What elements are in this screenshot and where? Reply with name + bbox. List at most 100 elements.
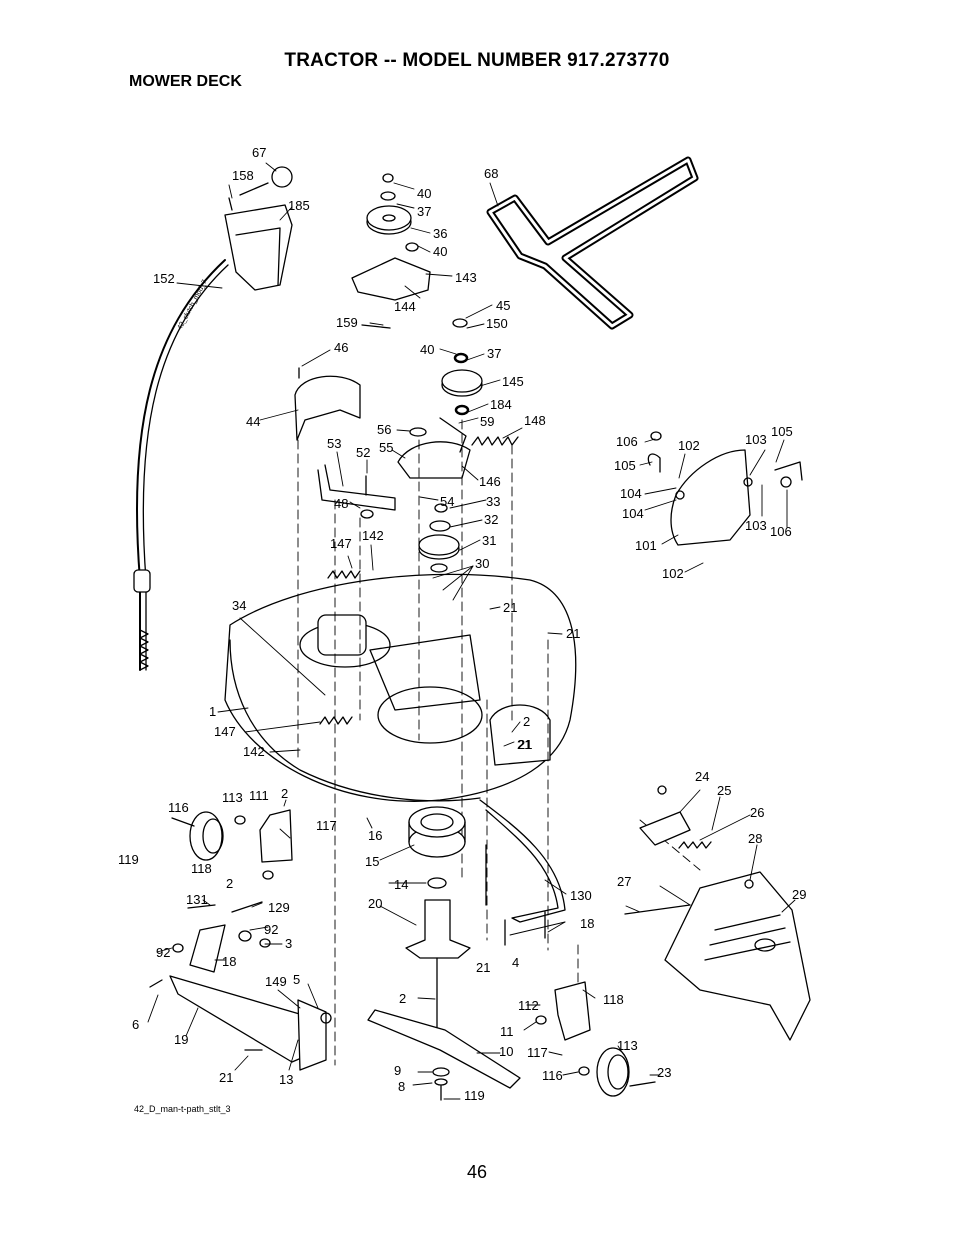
callout-label-106: 106 bbox=[616, 434, 638, 449]
callout-label-117: 117 bbox=[527, 1045, 548, 1060]
callout-label-4: 4 bbox=[512, 955, 519, 970]
center-pulley-stack-part bbox=[397, 318, 483, 479]
callout-label-147: 147 bbox=[214, 724, 236, 739]
callout-label-21: 21 bbox=[566, 626, 580, 641]
idler-arm-part bbox=[317, 464, 396, 519]
callout-label-52: 52 bbox=[356, 445, 370, 460]
callout-label-103: 103 bbox=[745, 432, 767, 447]
callout-label-56: 56 bbox=[377, 422, 391, 437]
callout-label-45: 45 bbox=[496, 298, 510, 313]
callout-label-33: 33 bbox=[486, 494, 500, 509]
callout-label-158: 158 bbox=[232, 168, 254, 183]
callout-label-8: 8 bbox=[398, 1079, 405, 1094]
right-gauge-wheel-part bbox=[535, 981, 656, 1097]
cable-part-code: 42_clutch_mod_7 bbox=[177, 279, 209, 331]
callout-label-147: 147 bbox=[330, 536, 352, 551]
callout-label-130: 130 bbox=[570, 888, 592, 903]
spring-147-top-part bbox=[327, 570, 361, 579]
callout-label-116: 116 bbox=[168, 800, 189, 815]
callout-label-2: 2 bbox=[226, 876, 233, 891]
callout-label-146: 146 bbox=[479, 474, 501, 489]
upper-idler-pulley-part bbox=[351, 173, 431, 329]
callout-label-2: 2 bbox=[399, 991, 406, 1006]
callout-label-105: 105 bbox=[614, 458, 636, 473]
spring-147-lower-part bbox=[319, 716, 353, 725]
callout-label-113: 113 bbox=[617, 1038, 638, 1053]
callout-label-92: 92 bbox=[156, 945, 170, 960]
callout-label-111: 111 bbox=[249, 788, 269, 803]
callout-label-21: 21 bbox=[476, 960, 490, 975]
mulch-cover-part bbox=[647, 431, 803, 546]
callout-label-13: 13 bbox=[279, 1072, 293, 1087]
callout-label-5: 5 bbox=[293, 972, 300, 987]
callout-label-48: 48 bbox=[334, 496, 348, 511]
callout-label-46: 46 bbox=[334, 340, 348, 355]
callout-label-44: 44 bbox=[246, 414, 260, 429]
callout-label-68: 68 bbox=[484, 166, 498, 181]
callout-label-185: 185 bbox=[288, 198, 310, 213]
callout-label-2: 2 bbox=[523, 714, 530, 729]
callout-label-15: 15 bbox=[365, 854, 379, 869]
callout-label-118: 118 bbox=[603, 992, 624, 1007]
callout-label-31: 31 bbox=[482, 533, 496, 548]
callout-label-55: 55 bbox=[379, 440, 393, 455]
callout-label-21: 21 bbox=[518, 737, 532, 752]
callout-label-28: 28 bbox=[748, 831, 762, 846]
callout-label-102: 102 bbox=[662, 566, 684, 581]
callout-label-21: 21 bbox=[517, 737, 531, 752]
callout-label-21: 21 bbox=[219, 1070, 233, 1085]
callout-label-19: 19 bbox=[174, 1032, 188, 1047]
callout-label-25: 25 bbox=[717, 783, 731, 798]
spring-148-part bbox=[471, 436, 519, 446]
callout-label-148: 148 bbox=[524, 413, 546, 428]
callout-label-116: 116 bbox=[542, 1068, 563, 1083]
section-title: MOWER DECK bbox=[129, 73, 242, 90]
callout-label-112: 112 bbox=[518, 998, 539, 1013]
clutch-bracket-part bbox=[224, 166, 293, 291]
callout-label-159: 159 bbox=[336, 315, 358, 330]
belt-guard-part bbox=[294, 367, 361, 441]
page-number: 46 bbox=[466, 1162, 488, 1182]
callout-label-145: 145 bbox=[502, 374, 524, 389]
callout-label-152: 152 bbox=[153, 271, 175, 286]
callout-label-14: 14 bbox=[394, 877, 408, 892]
rear-lift-arm-part bbox=[479, 799, 566, 946]
callout-label-20: 20 bbox=[368, 896, 382, 911]
callout-label-29: 29 bbox=[792, 887, 806, 902]
callout-label-11: 11 bbox=[500, 1024, 514, 1039]
callout-label-40: 40 bbox=[420, 342, 434, 357]
callout-label-27: 27 bbox=[617, 874, 631, 889]
callout-label-142: 142 bbox=[243, 744, 265, 759]
callout-label-16: 16 bbox=[368, 828, 382, 843]
assembly-lines bbox=[297, 419, 701, 1066]
callout-label-37: 37 bbox=[487, 346, 501, 361]
lift-linkage-part bbox=[149, 901, 332, 1071]
callout-label-18: 18 bbox=[222, 954, 236, 969]
clutch-cable-part bbox=[133, 259, 229, 671]
callout-label-9: 9 bbox=[394, 1063, 401, 1078]
callout-label-53: 53 bbox=[327, 436, 341, 451]
callout-label-102: 102 bbox=[678, 438, 700, 453]
mower-deck-part bbox=[224, 573, 577, 802]
callout-label-106: 106 bbox=[770, 524, 792, 539]
callout-label-143: 143 bbox=[455, 270, 477, 285]
spindle-blade-part bbox=[367, 806, 521, 1101]
callout-label-30: 30 bbox=[475, 556, 489, 571]
callout-label-113: 113 bbox=[222, 790, 243, 805]
callout-label-104: 104 bbox=[620, 486, 642, 501]
callout-label-119: 119 bbox=[118, 852, 139, 867]
callout-label-131: 131 bbox=[186, 892, 208, 907]
left-gauge-wheel-part bbox=[171, 809, 293, 880]
callout-label-34: 34 bbox=[232, 598, 246, 613]
callout-label-40: 40 bbox=[417, 186, 431, 201]
callout-label-142: 142 bbox=[362, 528, 384, 543]
callout-label-18: 18 bbox=[580, 916, 594, 931]
callout-label-3: 3 bbox=[285, 936, 292, 951]
callout-label-67: 67 bbox=[252, 145, 266, 160]
file-code: 42_D_man-t-path_stlt_3 bbox=[134, 1104, 231, 1114]
callout-label-59: 59 bbox=[480, 414, 494, 429]
callout-label-118: 118 bbox=[191, 861, 212, 876]
callout-label-129: 129 bbox=[268, 900, 290, 915]
callout-label-92: 92 bbox=[264, 922, 278, 937]
